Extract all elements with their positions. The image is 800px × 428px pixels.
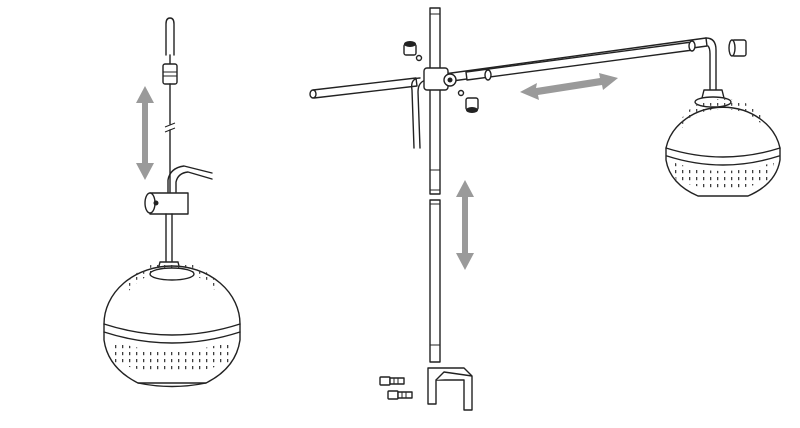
arm-cord xyxy=(410,77,421,149)
knob-lower-icon xyxy=(457,89,479,113)
suspension-cable-mount xyxy=(103,17,241,388)
knob-upper-icon xyxy=(403,41,423,62)
pole-height-arrow-icon xyxy=(456,180,474,270)
desk-bracket xyxy=(427,367,473,411)
height-adjust-arrow-icon xyxy=(136,86,154,180)
end-cap-icon xyxy=(728,39,747,57)
cable-gripper xyxy=(162,63,178,85)
screw-icon xyxy=(387,390,413,400)
screw-icon xyxy=(379,376,405,386)
horizontal-arm xyxy=(312,77,418,99)
ceiling-hook xyxy=(165,17,175,56)
vertical-pole xyxy=(429,7,441,195)
power-cord xyxy=(167,165,213,193)
arm-length-arrow-icon xyxy=(520,73,618,100)
pole-and-arm-mount xyxy=(309,7,781,411)
